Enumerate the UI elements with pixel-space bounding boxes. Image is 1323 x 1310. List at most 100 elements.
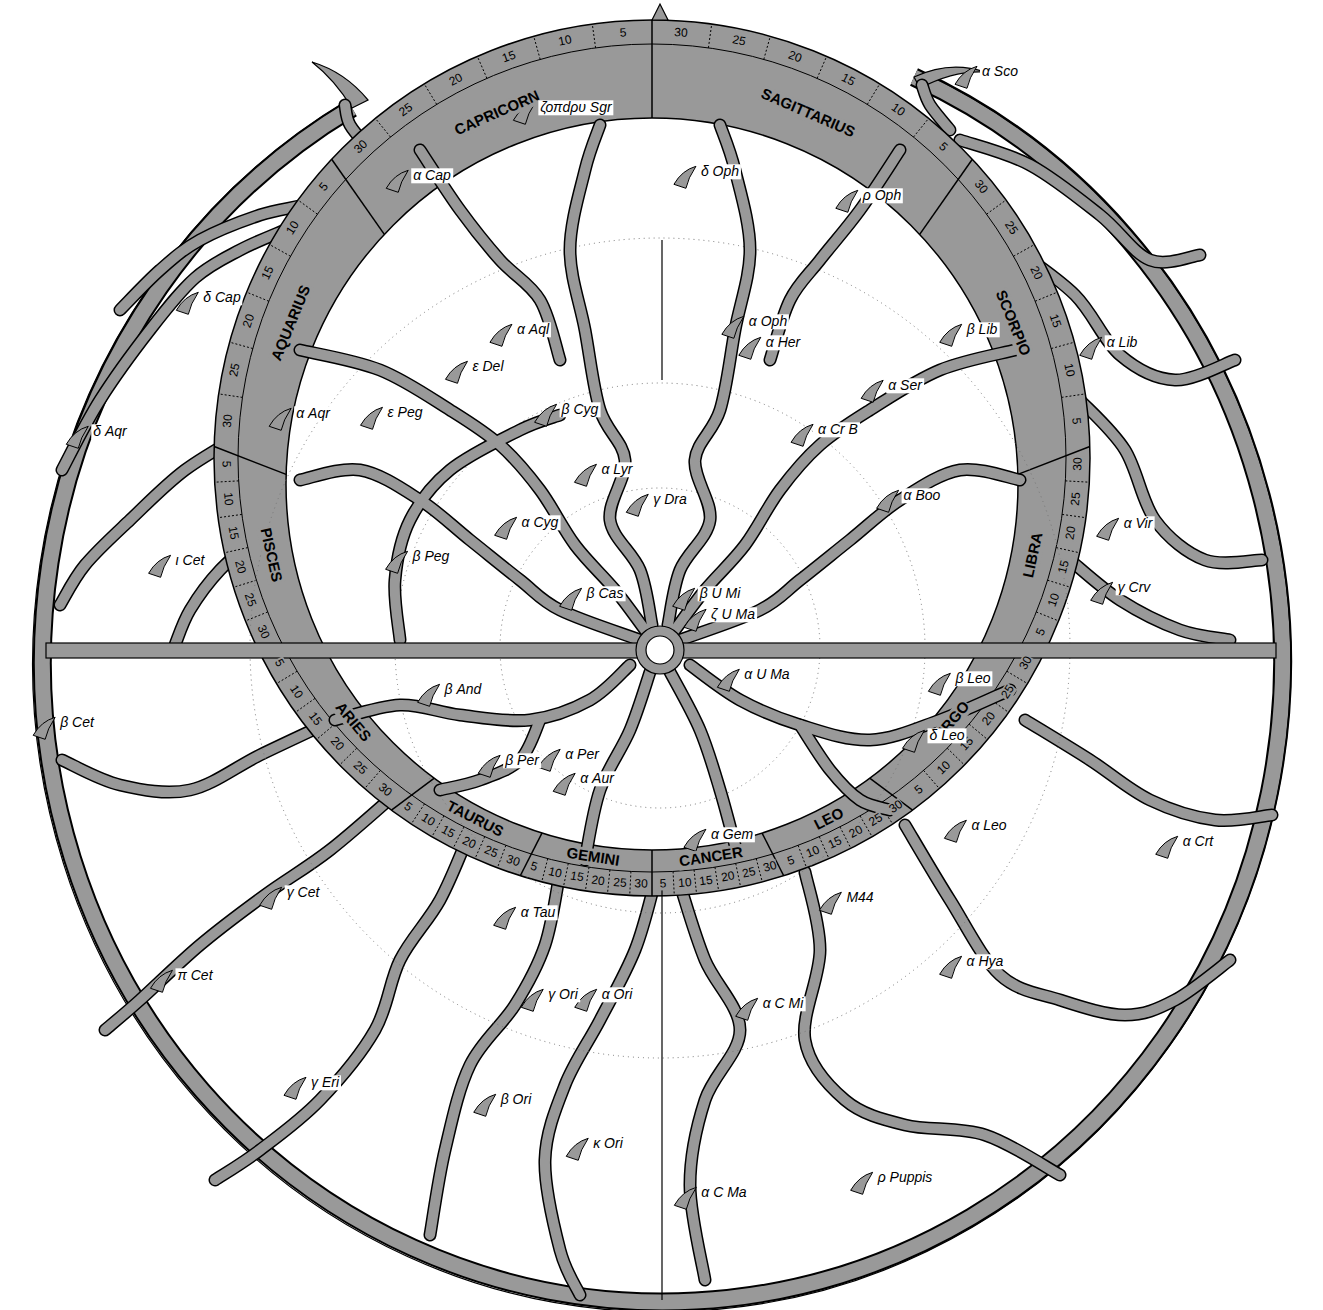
tracery-strut: [440, 720, 540, 790]
star-name: α Her: [764, 335, 802, 350]
degree-number: 20: [1063, 524, 1079, 541]
ecliptic-ring-line: [238, 44, 1066, 872]
degree-number: 10: [286, 682, 305, 702]
star-name: γ Crv: [1116, 580, 1153, 595]
tracery-strut: [1070, 560, 1230, 640]
star-pointer: [260, 887, 282, 909]
degree-number: 30: [673, 26, 689, 40]
degree-number: 20: [589, 873, 606, 888]
degree-number: 5: [785, 853, 798, 868]
star-name: α Leo: [969, 818, 1008, 833]
tracery-strut: [570, 125, 652, 625]
zodiac-sign: GEMINI: [564, 844, 621, 869]
star-pointer: [673, 588, 695, 610]
star-pointer: [150, 970, 172, 992]
star-name: β U Mi: [698, 586, 743, 601]
star-pointer: [418, 684, 440, 706]
star-pointer: [149, 555, 171, 577]
star-name: α Gem: [709, 827, 755, 842]
degree-number: 5: [271, 656, 287, 670]
degree-number: 20: [1027, 263, 1046, 283]
star-name: κ Ori: [591, 1136, 625, 1151]
degree-number: 10: [418, 811, 438, 830]
star-pointer: [386, 551, 408, 573]
degree-tick: [534, 36, 540, 59]
sign-boundary: [1018, 447, 1090, 475]
star-name: α Crt: [1181, 834, 1216, 849]
star-pointer: [538, 749, 560, 771]
zodiac-sign: CANCER: [677, 843, 745, 869]
star-name: β Lib: [965, 322, 1000, 337]
star-pointer: [626, 494, 648, 516]
star-name: ρ Oph: [861, 188, 903, 203]
tracery-strut: [1025, 720, 1272, 821]
star-pointer: [535, 404, 557, 426]
star-name: M44: [844, 890, 875, 905]
star-pointer: [33, 717, 55, 739]
degree-number: 25: [481, 843, 500, 861]
degree-number: 15: [225, 524, 241, 541]
degree-tick: [1062, 514, 1086, 517]
degree-tick: [867, 84, 879, 104]
degree-number: 5: [401, 799, 416, 815]
zodiac-sign: AQUARIUS: [268, 282, 314, 364]
star-pointer: [928, 673, 950, 695]
tracery-outline: [770, 150, 900, 360]
degree-tick: [298, 200, 317, 214]
degree-tick: [224, 548, 247, 553]
degree-number: 30: [351, 137, 371, 157]
degree-number: 20: [459, 834, 479, 853]
degree-tick: [1051, 342, 1074, 348]
star-name: β Per: [503, 753, 541, 768]
top-pointer: [652, 4, 668, 20]
star-pointer: [361, 407, 383, 429]
sign-boundary: [214, 447, 286, 475]
thin-line: [661, 240, 662, 380]
degree-number: 30: [254, 623, 272, 642]
star-name: β Ori: [499, 1092, 534, 1107]
star-pointer: [940, 956, 962, 978]
tracery-strut: [62, 722, 330, 792]
degree-number: 25: [350, 758, 370, 778]
star-name: ρ Puppis: [876, 1170, 935, 1185]
degree-number: 5: [658, 877, 667, 890]
star-name: γ Ori: [546, 987, 580, 1002]
degree-number: 25: [242, 591, 260, 610]
star-pointer: [940, 324, 962, 346]
tracery-strut: [335, 665, 630, 721]
star-pointer: [1091, 582, 1113, 604]
star-pointer: [717, 669, 739, 691]
star-name: ι Cet: [174, 553, 207, 568]
degree-number: 15: [1055, 558, 1072, 576]
tracery-strut: [585, 672, 650, 860]
degree-number: 10: [221, 491, 236, 508]
tracery-outline: [1070, 560, 1230, 640]
degree-number: 5: [1069, 416, 1083, 426]
degree-tick: [817, 56, 827, 78]
degree-tick: [592, 24, 595, 48]
star-name: α Hya: [965, 954, 1006, 969]
tracery-outline: [804, 872, 1060, 1175]
degree-number: 15: [259, 263, 278, 283]
degree-tick: [1007, 671, 1028, 683]
star-name: α Ori: [600, 987, 635, 1002]
star-name: α Cap: [411, 168, 453, 183]
star-pointer: [861, 380, 883, 402]
star-name: δ Cap: [201, 290, 242, 305]
degree-number: 25: [611, 876, 627, 890]
thin-line: [661, 880, 662, 1300]
degree-number: 20: [240, 311, 257, 330]
star-name: α Lib: [1105, 335, 1140, 350]
degree-tick: [764, 36, 770, 59]
outer-rim: [42, 77, 1282, 1302]
star-pointer: [736, 998, 758, 1020]
star-pointer: [521, 989, 543, 1011]
degree-tick: [715, 867, 719, 891]
star-pointer: [66, 426, 88, 448]
tracery-strut: [670, 672, 735, 845]
degree-tick: [219, 394, 243, 398]
star-pointer: [386, 170, 408, 192]
degree-tick: [708, 24, 711, 48]
degree-number: 25: [999, 682, 1018, 702]
ecliptic-ring: [214, 20, 1090, 896]
